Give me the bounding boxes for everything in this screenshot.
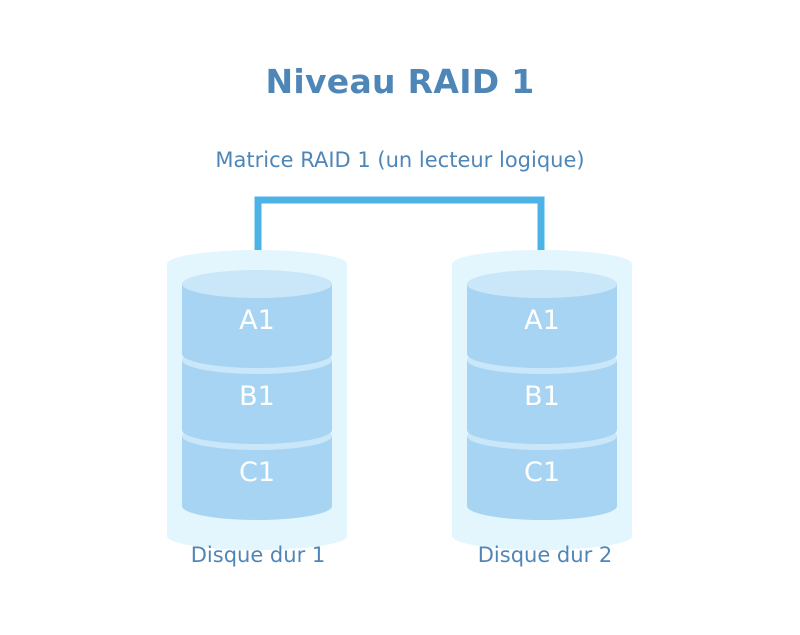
disk-glow-top	[452, 250, 632, 278]
disk-block-body	[467, 360, 617, 444]
disk-2: C1 B1 A1	[452, 250, 632, 550]
disk-block-label: C1	[524, 457, 560, 488]
disk-1: C1 B1 A1	[167, 250, 347, 550]
disk-block-top	[182, 270, 332, 298]
disk-block-label: B1	[239, 381, 275, 412]
disk-block-body	[182, 360, 332, 444]
disk-block-body	[182, 436, 332, 520]
diagram-title: Niveau RAID 1	[265, 62, 535, 101]
disk-block-label: A1	[239, 305, 275, 336]
disk-block-label: A1	[524, 305, 560, 336]
array-label: Matrice RAID 1 (un lecteur logique)	[215, 148, 585, 172]
disk-1-label: Disque dur 1	[190, 543, 326, 567]
disk-block-label: C1	[239, 457, 275, 488]
disk-block-top	[467, 270, 617, 298]
disk-block-body	[182, 284, 332, 368]
disk-2-label: Disque dur 2	[477, 543, 613, 567]
disk-block: A1	[467, 270, 617, 368]
disk-glow-top	[167, 250, 347, 278]
disk-block: A1	[182, 270, 332, 368]
disk-block-body	[467, 436, 617, 520]
raid-connector-line	[254, 196, 545, 268]
disk-block-body	[467, 284, 617, 368]
disk-block-label: B1	[524, 381, 560, 412]
